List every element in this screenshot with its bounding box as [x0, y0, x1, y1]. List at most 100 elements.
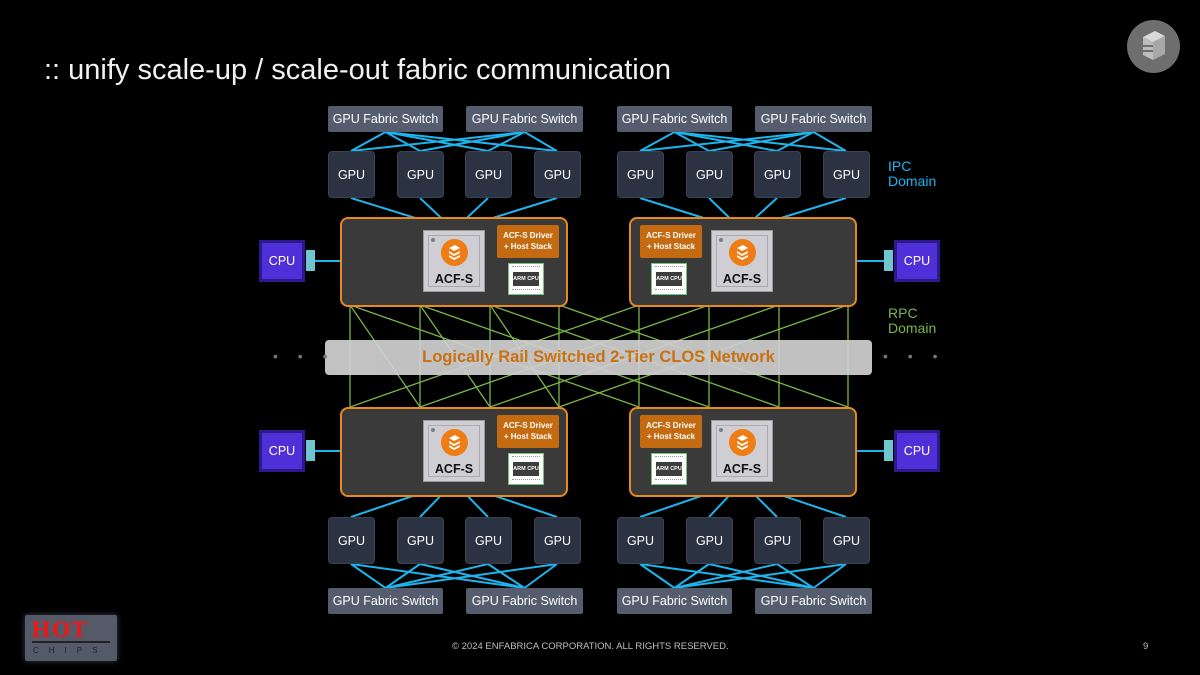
gpu-node: GPU: [534, 151, 581, 198]
acfs-logo-icon: [729, 429, 756, 456]
ellipsis-right: • • •: [883, 348, 946, 364]
arm-pins-top: [655, 266, 683, 271]
gpu-node: GPU: [686, 517, 733, 564]
arm-cpu-core: ARM CPU: [513, 272, 539, 286]
acfs-chip-inner: [428, 235, 480, 287]
gpu-node: GPU: [397, 151, 444, 198]
arm-pins-top: [512, 456, 540, 461]
gpu-fabric-switch: GPU Fabric Switch: [755, 588, 872, 614]
gpu-fabric-switch: GPU Fabric Switch: [466, 106, 583, 132]
host-cpu: CPU: [894, 240, 940, 282]
arm-pins-bottom: [512, 289, 540, 294]
cpu-port-connector: [884, 250, 893, 271]
driver-line1: ACF-S Driver: [503, 231, 553, 240]
acfs-chip-dot: [719, 428, 723, 432]
arm-pins-top: [655, 456, 683, 461]
host-cpu: CPU: [894, 430, 940, 472]
driver-line2: + Host Stack: [646, 242, 696, 251]
switch-gpu-link: [812, 131, 847, 152]
arm-cpu-chip: ARM CPU: [508, 263, 544, 295]
switch-gpu-link: [487, 131, 525, 152]
arm-cpu-chip: ARM CPU: [508, 453, 544, 485]
gpu-fabric-switch: GPU Fabric Switch: [755, 106, 872, 132]
enfabrica-logo: [1127, 20, 1180, 73]
switch-gpu-link: [776, 131, 814, 152]
hot-chips-logo-bar: [32, 641, 110, 643]
switch-gpu-link: [639, 563, 676, 589]
slide-title: :: unify scale-up / scale-out fabric com…: [44, 54, 671, 86]
cpu-port-connector: [306, 250, 315, 271]
rpc-domain-line2: Domain: [888, 320, 937, 336]
gpu-fabric-switch: GPU Fabric Switch: [617, 106, 732, 132]
driver-line2: + Host Stack: [503, 432, 553, 441]
switch-gpu-link: [673, 563, 710, 589]
acfs-chip-dot: [431, 428, 435, 432]
gpu-node: GPU: [465, 517, 512, 564]
switch-gpu-link: [708, 131, 814, 152]
switch-gpu-link: [674, 131, 710, 152]
host-cpu: CPU: [259, 240, 305, 282]
arm-cpu-chip: ARM CPU: [651, 453, 687, 485]
hot-chips-logo-bottom: CHIPS: [33, 646, 108, 655]
acfs-chip-dot: [431, 238, 435, 242]
host-cpu: CPU: [259, 430, 305, 472]
hot-chips-logo-top: HOT: [31, 617, 88, 642]
driver-line1: ACF-S Driver: [646, 231, 696, 240]
switch-gpu-link: [523, 563, 558, 589]
acfs-chip-dot: [719, 238, 723, 242]
acfs-chip: ACF-S: [423, 420, 485, 482]
gpu-node: GPU: [754, 517, 801, 564]
gpu-node: GPU: [465, 151, 512, 198]
switch-gpu-link: [350, 131, 525, 152]
switch-gpu-link: [385, 131, 421, 152]
arm-cpu-core: ARM CPU: [656, 462, 682, 476]
gpu-fabric-switch: GPU Fabric Switch: [466, 588, 583, 614]
acfs-logo-icon: [441, 429, 468, 456]
page-number: 9: [1143, 641, 1149, 652]
ipc-domain-line1: IPC: [888, 158, 912, 174]
acfs-chip: ACF-S: [711, 420, 773, 482]
rpc-domain-label: RPC Domain: [888, 306, 936, 336]
driver-line2: + Host Stack: [503, 242, 553, 251]
switch-gpu-link: [384, 563, 421, 589]
arm-cpu-core: ARM CPU: [656, 272, 682, 286]
gpu-node: GPU: [617, 151, 664, 198]
switch-gpu-link: [639, 563, 814, 589]
switch-gpu-link: [523, 131, 558, 152]
gpu-fabric-switch: GPU Fabric Switch: [328, 588, 443, 614]
arm-pins-bottom: [655, 289, 683, 294]
stack-icon: [1143, 31, 1165, 60]
gpu-node: GPU: [617, 517, 664, 564]
acfs-label: ACF-S: [434, 462, 474, 476]
gpu-node: GPU: [328, 151, 375, 198]
arm-pins-bottom: [655, 479, 683, 484]
switch-gpu-link: [812, 563, 847, 589]
driver-host-stack-box: ACF-S Driver + Host Stack: [497, 415, 559, 448]
cpu-port-connector: [306, 440, 315, 461]
gpu-fabric-switch: GPU Fabric Switch: [617, 588, 732, 614]
acfs-chip-inner: [716, 235, 768, 287]
switch-gpu-link: [419, 563, 525, 589]
gpu-node: GPU: [686, 151, 733, 198]
driver-host-stack-box: ACF-S Driver + Host Stack: [640, 225, 702, 258]
acfs-chip: ACF-S: [711, 230, 773, 292]
acfs-chip-inner: [716, 425, 768, 477]
driver-line1: ACF-S Driver: [503, 421, 553, 430]
arm-pins-top: [512, 266, 540, 271]
acfs-chip-inner: [428, 425, 480, 477]
gpu-node: GPU: [754, 151, 801, 198]
ipc-domain-line2: Domain: [888, 173, 937, 189]
driver-host-stack-box: ACF-S Driver+ Host Stack: [640, 415, 702, 448]
switch-gpu-link: [776, 563, 815, 589]
switch-gpu-link: [708, 563, 814, 589]
copyright-footer: © 2024 ENFABRICA CORPORATION. ALL RIGHTS…: [452, 641, 729, 652]
rpc-domain-line1: RPC: [888, 305, 918, 321]
arm-pins-bottom: [512, 479, 540, 484]
ipc-domain-label: IPC Domain: [888, 159, 936, 189]
switch-gpu-link: [419, 131, 525, 152]
gpu-node: GPU: [823, 517, 870, 564]
gpu-node: GPU: [534, 517, 581, 564]
switch-gpu-link: [350, 131, 386, 152]
cpu-port-connector: [884, 440, 893, 461]
